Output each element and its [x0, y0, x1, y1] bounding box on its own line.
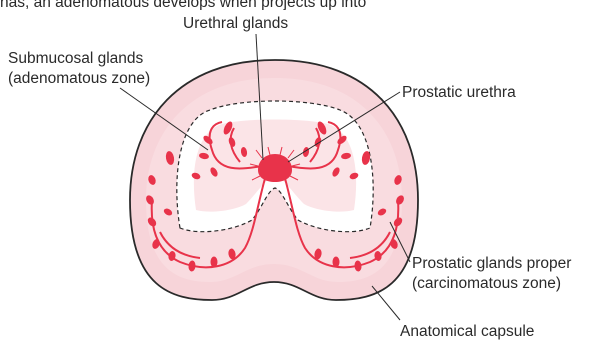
label-prostatic-glands-proper: Prostatic glands proper	[412, 255, 571, 272]
label-prostatic-urethra: Prostatic urethra	[402, 84, 516, 101]
label-carcinomatous-zone: (carcinomatous zone)	[412, 275, 561, 292]
label-adenomatous-zone: (adenomatous zone)	[8, 70, 150, 87]
label-submucosal-glands: Submucosal glands	[8, 50, 144, 67]
header-fragment: has, an adenomatous develops when projec…	[0, 0, 366, 11]
label-anatomical-capsule: Anatomical capsule	[400, 323, 534, 340]
label-urethral-glands: Urethral glands	[183, 15, 288, 32]
